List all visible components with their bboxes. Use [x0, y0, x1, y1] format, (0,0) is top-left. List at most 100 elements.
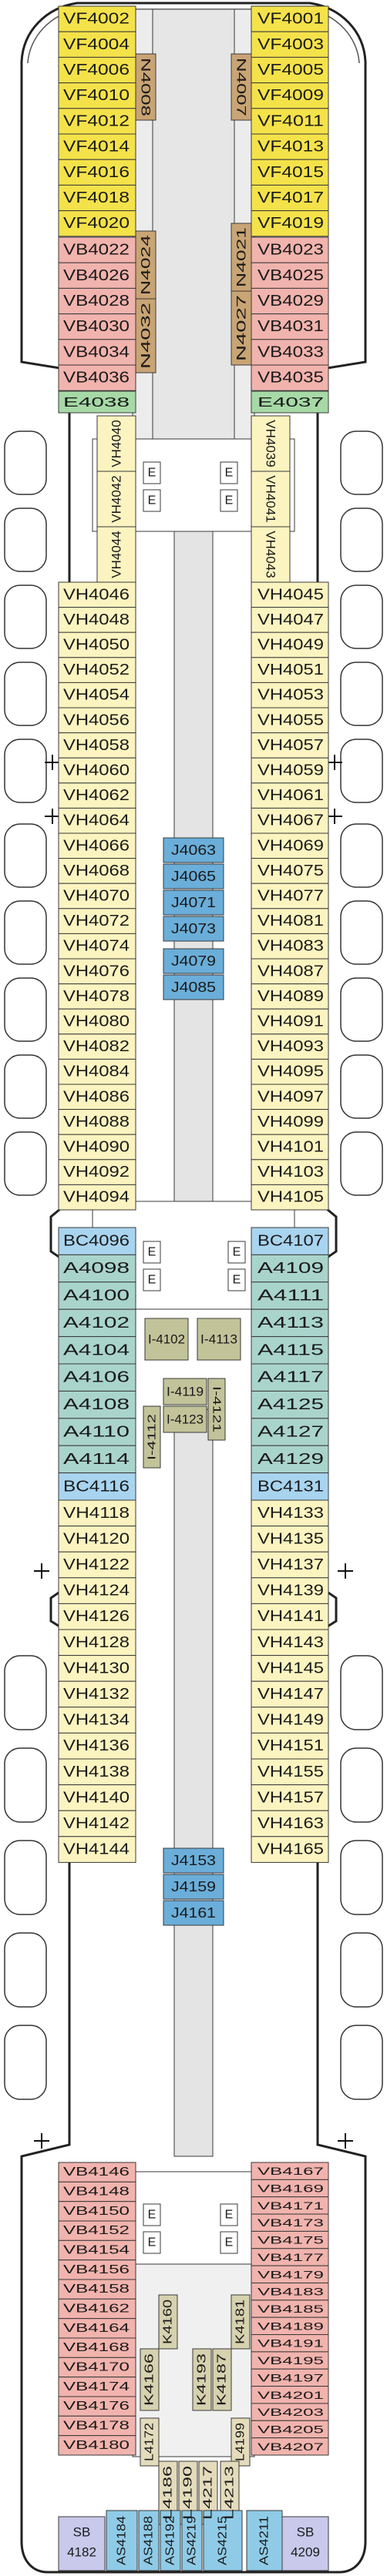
cabin-vb4150	[58, 2201, 136, 2222]
cabin-vf4014	[58, 133, 136, 160]
lifeboat-port	[4, 662, 47, 726]
lifeboat-starboard	[340, 430, 383, 495]
cabin-label: VB4173	[257, 2216, 325, 2229]
cabin-j4071	[163, 889, 224, 916]
elevator	[143, 2231, 161, 2254]
cabin-label: VF4012	[63, 112, 130, 129]
cabin-vh4163	[251, 1810, 329, 1837]
cabin-label: J4159	[171, 1879, 216, 1894]
elevator	[220, 2203, 238, 2226]
cabin-label: K4166	[143, 2353, 156, 2406]
cabin-label: N4032	[139, 303, 153, 369]
lifeboat-starboard	[340, 739, 383, 803]
cabin-vf4009	[251, 82, 329, 109]
cabin-label: VH4151	[257, 1737, 324, 1754]
cabin-j4085	[163, 974, 224, 1000]
cabin-label: VH4135	[257, 1530, 324, 1547]
cabin-vh4151	[251, 1732, 329, 1760]
elevator-label: E	[225, 2209, 234, 2222]
lifeboat-port	[4, 1131, 47, 1196]
cabin-label: VH4133	[257, 1505, 324, 1522]
cabin-a4106	[58, 1363, 136, 1392]
elevator	[143, 461, 161, 484]
cabin-label: A4114	[63, 1451, 130, 1468]
cabin-label: VB4035	[257, 370, 324, 387]
cabin-vh4045	[251, 581, 329, 608]
cabin-vh4074	[58, 933, 136, 960]
cabin-label: VH4048	[63, 611, 130, 628]
cabin-j4073	[163, 916, 224, 942]
cabin-vf4002	[58, 5, 136, 32]
cabin-label: VF4010	[63, 87, 130, 104]
cabin-label: VH4143	[257, 1634, 324, 1651]
cabin-a4127	[251, 1418, 329, 1446]
elevator-label: E	[148, 1274, 156, 1287]
cabin-label: VH4157	[257, 1789, 324, 1806]
cabin-vf4012	[58, 108, 136, 135]
cabin-label: K4193	[196, 2353, 209, 2406]
cabin-label: VH4140	[63, 1789, 130, 1806]
cabin-vh4093	[251, 1033, 329, 1060]
elevator	[143, 489, 161, 512]
cabin-label: I-4121	[210, 1386, 224, 1432]
cabin-label: VH4055	[257, 712, 324, 729]
cabin-vh4087	[251, 958, 329, 985]
cabin-j4153	[163, 1847, 224, 1874]
cabin-vb4036	[58, 364, 136, 391]
cabin-label: BC4131	[257, 1478, 324, 1495]
cabin-vh4118	[58, 1499, 136, 1527]
cabin-vh4140	[58, 1784, 136, 1811]
cabin-vh4057	[251, 732, 329, 759]
cabin-label: VB4033	[257, 343, 324, 360]
cabin-k4181	[231, 2294, 251, 2350]
cabin-label: VB4168	[63, 2341, 130, 2354]
cabin-label: VB4164	[63, 2322, 130, 2335]
cabin-label: VB4170	[63, 2361, 130, 2374]
cabin-label: I-4123	[167, 1412, 204, 1427]
cabin-vh4039	[251, 415, 291, 472]
elevator	[220, 489, 238, 512]
cabin-label: VB4207	[257, 2440, 324, 2453]
cabin-label: VH4058	[63, 737, 130, 754]
cabin-label: VH4134	[63, 1712, 130, 1729]
cabin-label: VH4056	[63, 712, 130, 729]
cabin-vh4126	[58, 1603, 136, 1630]
cabin-vf4005	[251, 56, 329, 84]
lifeboat-port	[4, 900, 47, 965]
cabin-a4129	[251, 1445, 329, 1474]
cabin-label: BC4107	[257, 1233, 324, 1250]
suite-type-label: SB	[297, 2525, 315, 2540]
cabin-label: VH4163	[257, 1815, 324, 1832]
cabin-vh4043	[251, 526, 291, 583]
cabin-vh4058	[58, 732, 136, 759]
cabin-label: VF4002	[63, 11, 130, 28]
cabin-vf4013	[251, 133, 329, 160]
elevator	[227, 1268, 246, 1291]
elevator	[143, 2203, 161, 2226]
elevator-label: E	[148, 494, 156, 507]
cabin-label: N4027	[234, 295, 249, 361]
lifeboat-starboard	[340, 507, 383, 572]
lifeboat-port	[4, 1747, 47, 1823]
cabin-label: VH4081	[257, 913, 324, 930]
elevator-label: E	[225, 494, 234, 507]
cabin-label: VB4201	[257, 2389, 325, 2401]
cabin-label: VH4145	[257, 1660, 324, 1677]
cabin-vh4048	[58, 607, 136, 633]
cabin-label: J4071	[171, 895, 216, 910]
cabin-as4219	[181, 2510, 203, 2571]
cabin-vh4054	[58, 682, 136, 708]
cabin-vb4178	[58, 2415, 136, 2437]
cabin-l4199	[231, 2417, 251, 2467]
cabin-label: VH4040	[109, 420, 124, 467]
elevator	[143, 1241, 161, 1264]
cabin-vh4059	[251, 757, 329, 784]
cabin-label: A4117	[257, 1369, 324, 1386]
cabin-label: VF4011	[257, 112, 324, 129]
cabin-label: VH4064	[63, 812, 130, 829]
cabin-label: VH4103	[257, 1164, 324, 1181]
cabin-label: J4161	[171, 1905, 216, 1921]
cabin-label: A4113	[257, 1315, 324, 1332]
cabin-label: VH4126	[63, 1608, 130, 1625]
